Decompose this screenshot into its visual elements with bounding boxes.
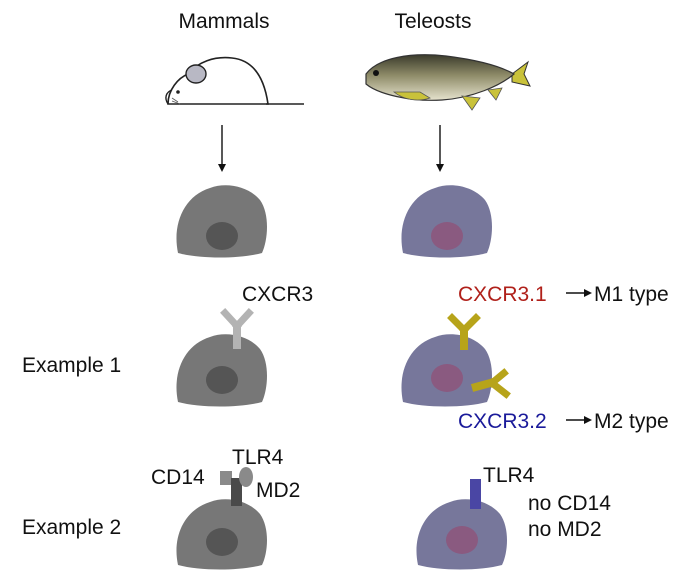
tlr4-receptor-mammal: [231, 478, 242, 506]
cd14-receptor: [220, 471, 232, 485]
column-header-teleosts: Teleosts: [394, 10, 471, 33]
teleost-cxcr3-1-receptor: [447, 313, 481, 350]
row-label-example-1: Example 1: [22, 354, 121, 377]
label-tlr4-mammal: TLR4: [232, 446, 284, 469]
teleost-cell-example-2: [416, 499, 507, 570]
label-no-md2: no MD2: [528, 518, 602, 541]
label-cxcr3: CXCR3: [242, 283, 313, 306]
label-m2-type: M2 type: [594, 410, 669, 433]
label-cxcr3-2: CXCR3.2: [458, 410, 547, 433]
mammal-cell-example-2: [176, 499, 267, 570]
teleost-cell-example-1: [401, 334, 492, 407]
tlr4-receptor-teleost: [470, 479, 481, 509]
fish-icon: [365, 54, 531, 111]
mouse-icon: [165, 56, 304, 105]
label-cxcr3-1: CXCR3.1: [458, 283, 547, 306]
label-no-cd14: no CD14: [528, 492, 611, 515]
mammal-cell: [176, 185, 267, 258]
teleost-cell: [401, 185, 492, 258]
md2-coreceptor: [239, 467, 253, 487]
mammal-cell-example-1: [176, 334, 267, 407]
column-header-mammals: Mammals: [178, 10, 269, 33]
label-cd14: CD14: [151, 466, 205, 489]
label-tlr4-teleost: TLR4: [483, 464, 535, 487]
label-md2: MD2: [256, 479, 300, 502]
label-m1-type: M1 type: [594, 283, 669, 306]
mammal-cxcr3-receptor: [220, 308, 254, 349]
row-label-example-2: Example 2: [22, 516, 121, 539]
teleost-cxcr3-2-receptor: [470, 368, 511, 399]
